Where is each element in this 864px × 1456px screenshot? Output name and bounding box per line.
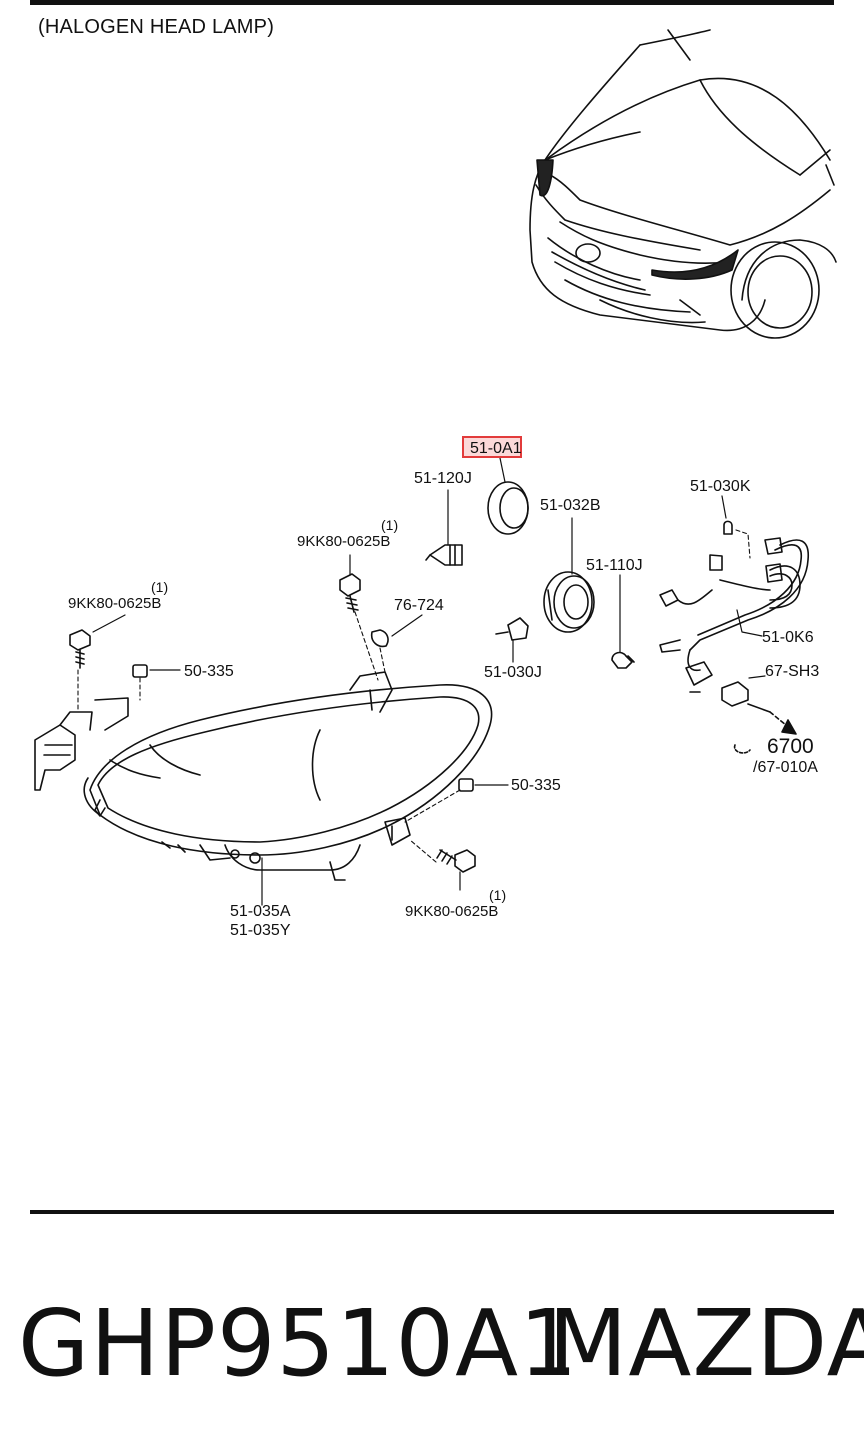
label-6700: 6700 xyxy=(767,735,814,758)
label-51-035Y: 51-035Y xyxy=(230,922,291,939)
bulb-retaining-ring xyxy=(487,481,529,535)
marker-bulb xyxy=(723,520,733,535)
connector-67sh3 xyxy=(721,681,797,735)
label-51-030K: 51-030K xyxy=(690,478,751,495)
label-51-110J: 51-110J xyxy=(586,557,643,574)
label-51-030J: 51-030J xyxy=(484,664,542,681)
diagram-title: (HALOGEN HEAD LAMP) xyxy=(38,16,275,38)
qty-bottom: (1) xyxy=(489,887,507,903)
qty-mid: (1) xyxy=(381,517,399,533)
top-rule xyxy=(30,0,834,5)
label-9KK80-left: 9KK80-0625B xyxy=(68,595,162,612)
leader-lines xyxy=(92,457,766,906)
parking-bulb xyxy=(611,651,635,669)
label-51-120J: 51-120J xyxy=(414,470,472,487)
car-illustration xyxy=(529,29,837,339)
halogen-bulb xyxy=(425,544,463,566)
parts-diagram xyxy=(34,29,837,906)
label-51-0A1: 51-0A1 xyxy=(470,440,522,457)
connector-6700-symbol xyxy=(733,744,751,754)
bolt-bottom xyxy=(436,849,476,873)
label-51-032B: 51-032B xyxy=(540,497,601,514)
dust-cover xyxy=(543,571,595,633)
label-50-335-bottom: 50-335 xyxy=(511,777,561,794)
label-51-035A: 51-035A xyxy=(230,903,291,920)
qty-left: (1) xyxy=(151,579,169,595)
headlamp-assembly xyxy=(34,671,493,881)
highlight-box xyxy=(462,436,522,458)
bolt-left xyxy=(69,629,91,669)
clip-top xyxy=(132,664,148,678)
label-9KK80-bottom: 9KK80-0625B xyxy=(405,903,499,920)
bolt-mid xyxy=(339,573,361,613)
part-number: GHP9510A1 xyxy=(18,1290,579,1397)
socket-030j xyxy=(495,617,529,641)
label-50-335-top: 50-335 xyxy=(184,663,234,680)
label-51-0K6: 51-0K6 xyxy=(762,629,814,646)
label-67-010A: /67-010A xyxy=(753,759,818,776)
clip-bottom xyxy=(458,778,474,792)
label-9KK80-mid: 9KK80-0625B xyxy=(297,533,391,550)
label-67-SH3: 67-SH3 xyxy=(765,663,820,680)
grommet xyxy=(370,629,389,648)
bottom-rule xyxy=(30,1210,834,1214)
brand-name: MAZDA xyxy=(548,1290,864,1397)
wiring-harness xyxy=(659,537,809,693)
label-76-724: 76-724 xyxy=(394,597,444,614)
assembly-lines xyxy=(77,529,751,863)
